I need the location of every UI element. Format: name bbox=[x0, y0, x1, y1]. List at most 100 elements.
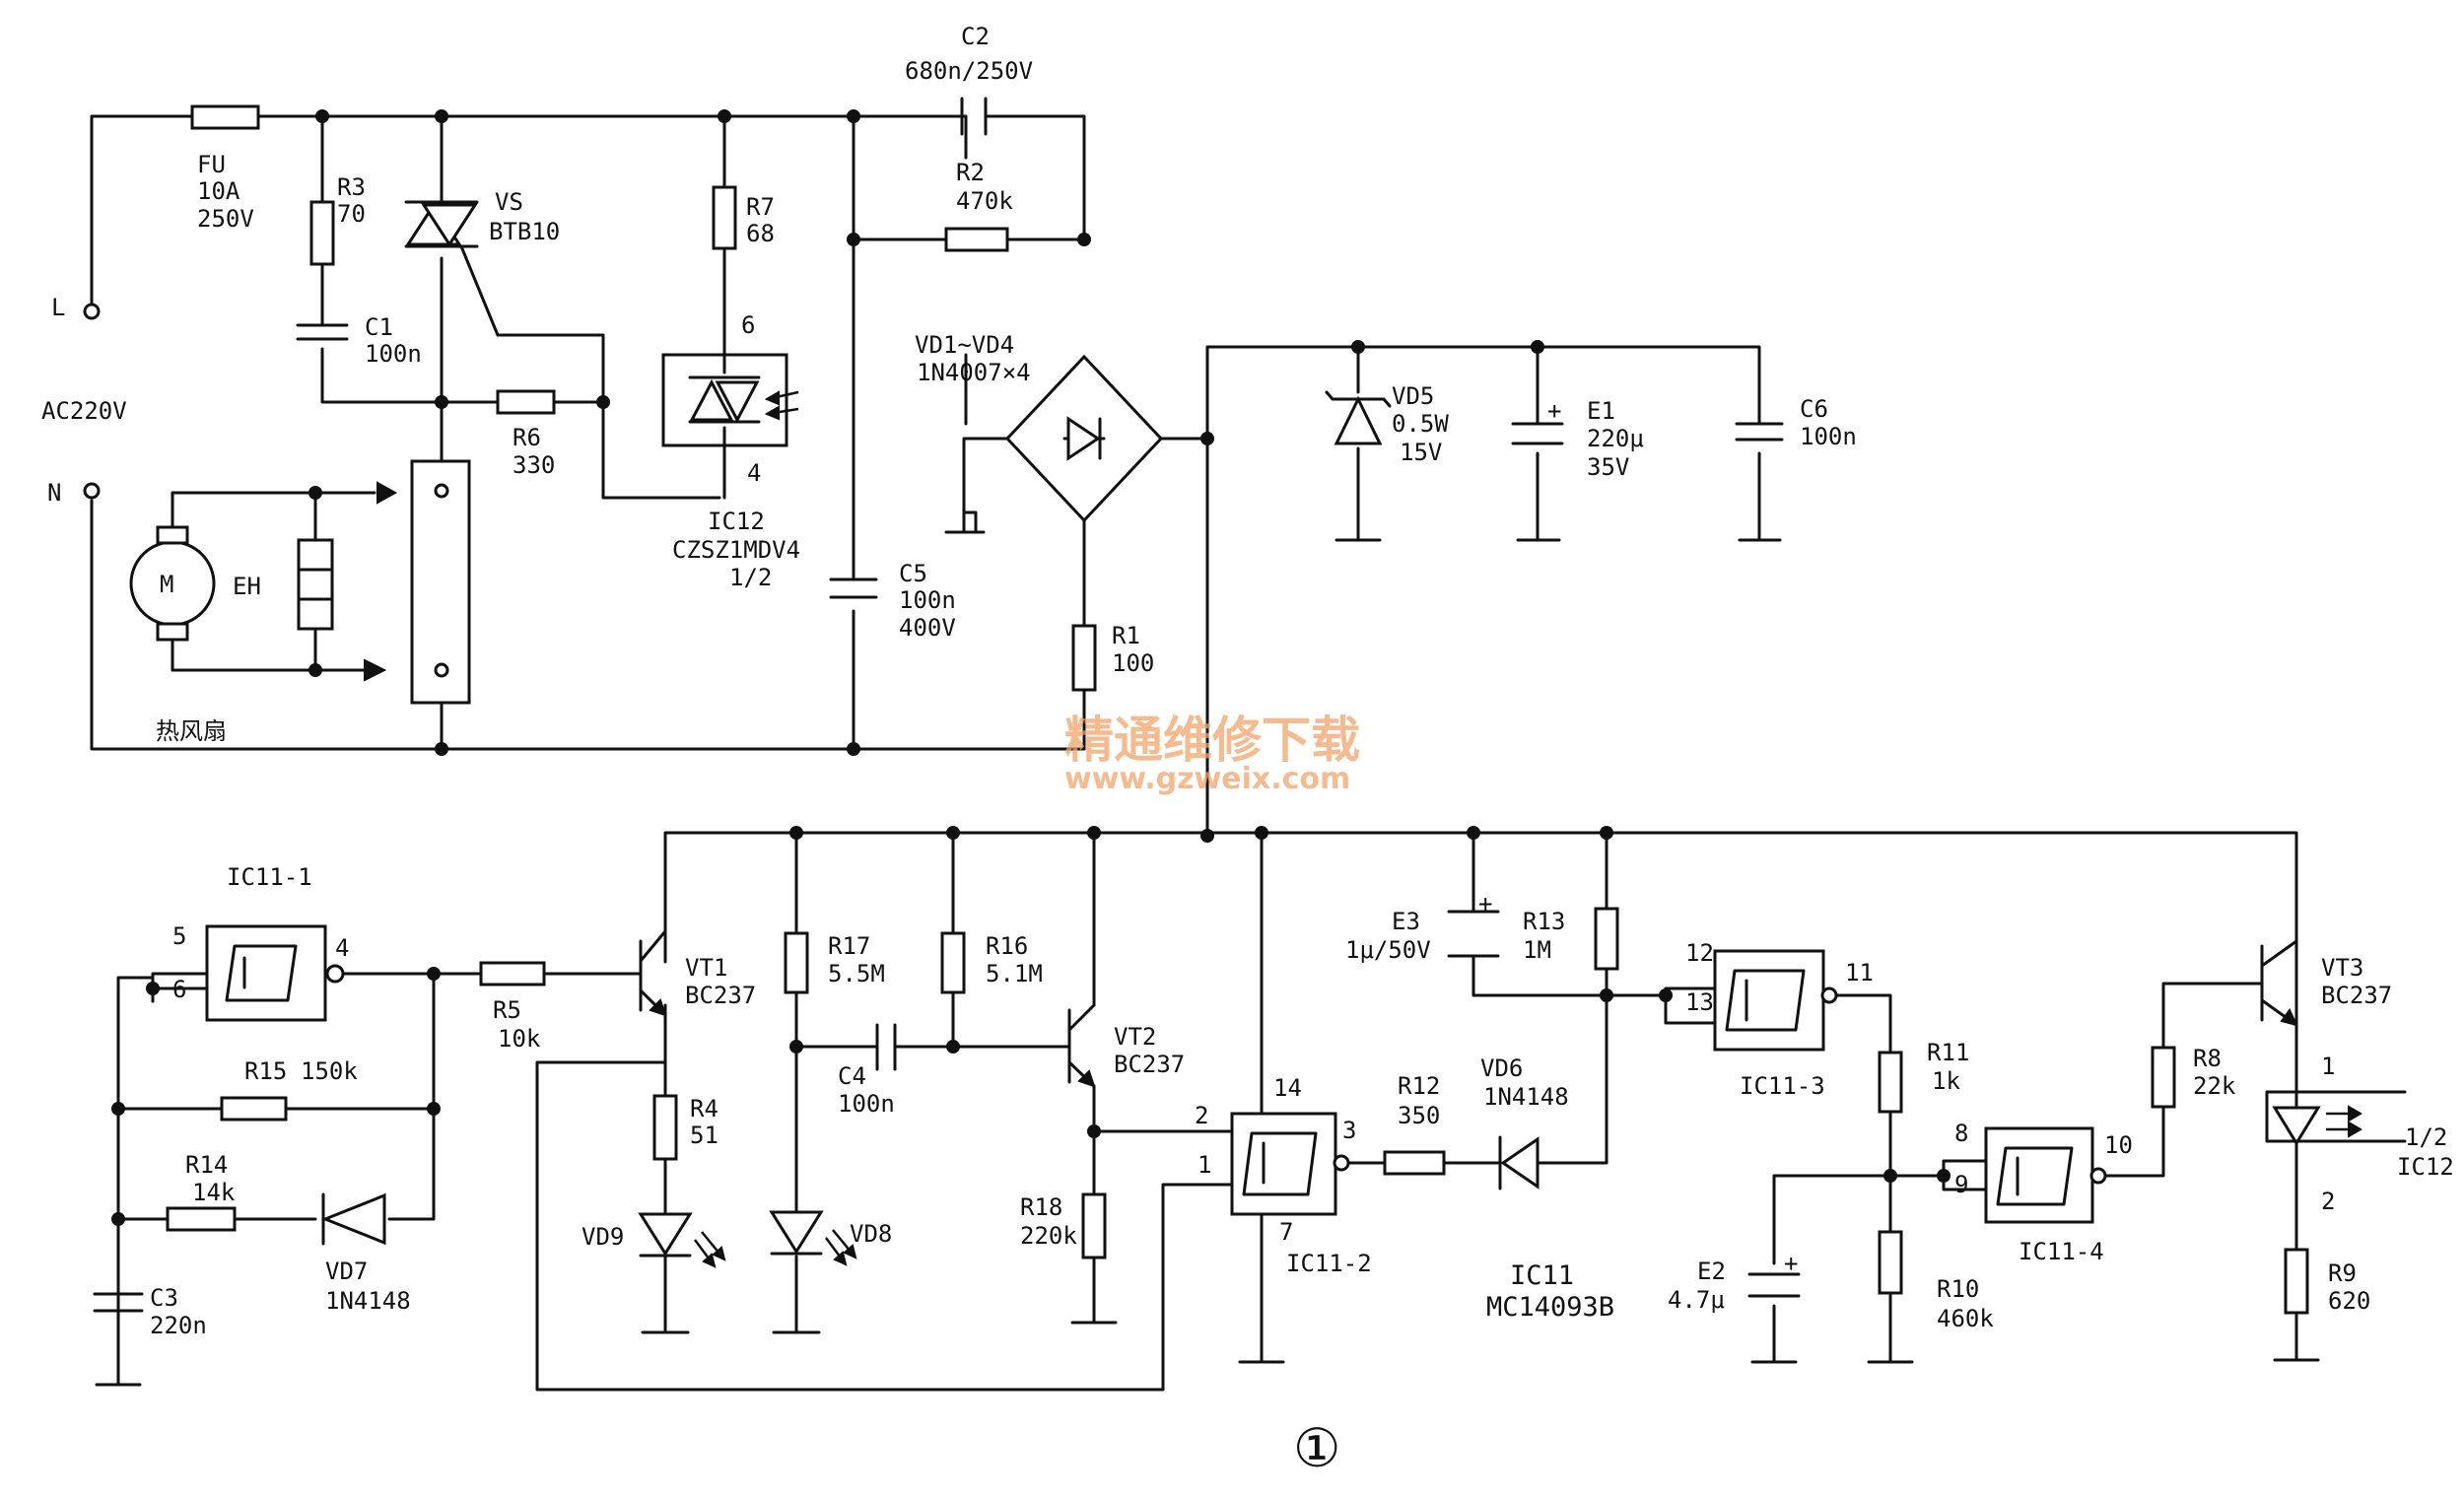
label-VS: VS bbox=[495, 188, 523, 216]
label-VT3: VT3 bbox=[2321, 954, 2363, 982]
opto-led-IC12 bbox=[2265, 1090, 2407, 1146]
resistor-R9 bbox=[2284, 1248, 2309, 1315]
label-R14: R14 bbox=[185, 1151, 228, 1179]
label-E1-value: 220μ bbox=[1587, 425, 1644, 452]
fuse-FU bbox=[190, 104, 260, 130]
label-R16: R16 bbox=[986, 932, 1028, 960]
resistor-R3 bbox=[309, 200, 335, 266]
label-C1-value: 100n bbox=[365, 340, 422, 368]
triac-VS bbox=[404, 200, 479, 248]
label-IC11: IC11 bbox=[1510, 1260, 1574, 1291]
capacitor-C3 bbox=[93, 1292, 144, 1387]
label-VD5-power: 0.5W bbox=[1392, 410, 1449, 438]
label-R12: R12 bbox=[1398, 1072, 1440, 1100]
label-VD7: VD7 bbox=[325, 1258, 368, 1285]
label-R8-value: 22k bbox=[2193, 1072, 2236, 1100]
electrolytic-E3 bbox=[1447, 910, 1500, 958]
label-R7: R7 bbox=[746, 193, 775, 221]
label-VD9: VD9 bbox=[582, 1223, 624, 1251]
gate-IC11-1 bbox=[205, 924, 345, 1022]
resistor-R15 bbox=[220, 1096, 288, 1122]
capacitor-C2 bbox=[960, 97, 988, 136]
label-VT1-value: BC237 bbox=[685, 982, 756, 1009]
label-pin1: 1 bbox=[1198, 1151, 1211, 1179]
label-IC11-2: IC11-2 bbox=[1286, 1250, 1372, 1277]
resistor-R14 bbox=[166, 1206, 237, 1232]
label-N: N bbox=[47, 479, 61, 507]
label-AC220V: AC220V bbox=[41, 397, 127, 425]
electrolytic-E1 bbox=[1511, 422, 1564, 445]
terminal-L bbox=[83, 303, 101, 320]
label-C4-value: 100n bbox=[838, 1090, 895, 1118]
resistor-R7 bbox=[712, 185, 737, 250]
label-VS-value: BTB10 bbox=[489, 218, 560, 245]
resistor-R6 bbox=[496, 389, 556, 415]
label-R3-value: 70 bbox=[337, 200, 366, 228]
gate-IC11-2 bbox=[1230, 1112, 1350, 1216]
label-E1-plus: + bbox=[1547, 397, 1561, 425]
gate-IC11-4 bbox=[1984, 1126, 2107, 1224]
label-FU-voltage: 250V bbox=[197, 205, 254, 233]
label-VD1-VD4: VD1~VD4 bbox=[915, 331, 1014, 359]
capacitor-C1 bbox=[296, 323, 349, 341]
label-pin2: 2 bbox=[1195, 1102, 1208, 1129]
resistor-R10 bbox=[1878, 1230, 1903, 1295]
label-VD6: VD6 bbox=[1480, 1054, 1523, 1082]
label-R17: R17 bbox=[828, 932, 870, 960]
label-E3-value: 1μ/50V bbox=[1345, 936, 1431, 964]
capacitor-C4 bbox=[875, 1023, 897, 1071]
label-R13-value: 1M bbox=[1523, 936, 1551, 964]
watermark: 精通维修下载 www.gzweix.com bbox=[1064, 712, 1360, 796]
label-R13: R13 bbox=[1523, 908, 1565, 935]
label-C1: C1 bbox=[365, 313, 393, 341]
resistor-R13 bbox=[1594, 907, 1619, 971]
label-R8: R8 bbox=[2193, 1045, 2222, 1072]
label-IC12: IC12 bbox=[708, 508, 765, 535]
label-R12-value: 350 bbox=[1398, 1102, 1440, 1129]
label-opto-pin1: 1 bbox=[2321, 1053, 2335, 1080]
label-pin4-ic11: 4 bbox=[335, 934, 349, 962]
label-pin3: 3 bbox=[1342, 1117, 1356, 1144]
terminal-N bbox=[83, 482, 101, 500]
label-R16-value: 5.1M bbox=[986, 960, 1043, 987]
label-R5-value: 10k bbox=[498, 1025, 541, 1053]
label-VT1: VT1 bbox=[685, 954, 727, 982]
label-C4: C4 bbox=[838, 1062, 866, 1090]
heater-EH bbox=[297, 538, 334, 631]
label-R17-value: 5.5M bbox=[828, 960, 885, 987]
label-VD5-voltage: 15V bbox=[1400, 439, 1442, 466]
label-FU: FU bbox=[197, 151, 226, 178]
label-R6-value: 330 bbox=[513, 451, 555, 479]
label-VT2: VT2 bbox=[1114, 1023, 1156, 1051]
label-R15-value: 150k bbox=[301, 1057, 358, 1085]
label-opto-half: 1/2 bbox=[2405, 1123, 2447, 1151]
label-pin5: 5 bbox=[172, 922, 186, 950]
bridge-rectifier-VD1-VD4 bbox=[1004, 354, 1164, 523]
label-IC12-half: 1/2 bbox=[729, 564, 772, 591]
label-L: L bbox=[51, 294, 65, 321]
label-IC12-part: CZSZ1MDV4 bbox=[672, 536, 800, 564]
label-pin11: 11 bbox=[1845, 959, 1874, 986]
label-R18: R18 bbox=[1020, 1193, 1062, 1221]
fan-switch-panel bbox=[364, 459, 471, 705]
label-R2-value: 470k bbox=[956, 187, 1013, 215]
label-C3: C3 bbox=[150, 1284, 178, 1312]
resistor-R17 bbox=[784, 931, 809, 994]
label-E2-plus: + bbox=[1784, 1250, 1798, 1277]
label-R18-value: 220k bbox=[1020, 1222, 1077, 1250]
label-pin9: 9 bbox=[1954, 1171, 1968, 1198]
label-opto-ic: IC12 bbox=[2397, 1153, 2454, 1181]
led-VD8 bbox=[769, 1210, 857, 1334]
label-C2: C2 bbox=[961, 23, 990, 50]
label-VD8: VD8 bbox=[850, 1220, 892, 1248]
label-IC11-1: IC11-1 bbox=[227, 863, 312, 891]
resistor-R1 bbox=[1071, 624, 1097, 692]
watermark-cn: 精通维修下载 bbox=[1064, 712, 1360, 769]
label-R9: R9 bbox=[2328, 1259, 2357, 1287]
label-R6: R6 bbox=[513, 424, 541, 451]
label-R11: R11 bbox=[1927, 1039, 1969, 1066]
label-E2-value: 4.7μ bbox=[1668, 1286, 1725, 1314]
junction-dots bbox=[111, 109, 1951, 1226]
